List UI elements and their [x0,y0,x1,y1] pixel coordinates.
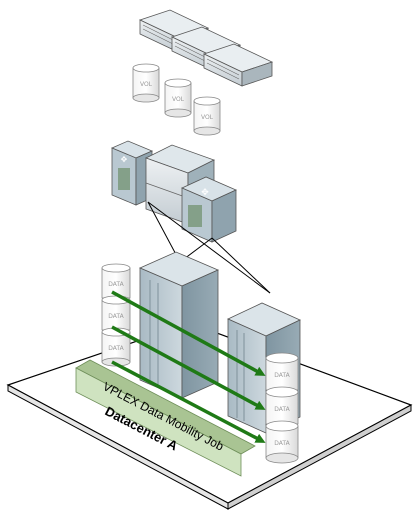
arrows-icon: ✥ [121,155,128,164]
network-switch: ✥ [181,176,237,243]
data-disk: DATA [265,420,299,464]
volume-disk: VOL [132,63,160,103]
switch-cluster: ✥ ✥ [110,140,237,243]
migration-arrow [111,290,266,376]
storage-shelf [202,43,274,87]
source-disk-stack: DATA DATA DATA [101,263,131,367]
volume-disk: VOL [164,78,192,118]
storage-shelf-group [138,9,274,87]
migration-arrow [111,325,266,410]
disk-label: DATA [108,345,124,352]
volume-disk: VOL [193,96,221,136]
disk-label: VOL [201,114,214,121]
disk-label: VOL [172,96,185,103]
data-disk: DATA [101,263,131,299]
target-disk-stack: DATA DATA DATA [265,352,299,464]
arrows-icon: ✥ [201,187,209,197]
migration-arrow [111,360,266,443]
disk-label: DATA [274,406,290,413]
data-disk: DATA [265,352,299,391]
volume-disk-group: VOL VOL VOL [132,63,221,136]
disk-label: DATA [108,281,124,288]
disk-label: VOL [140,81,153,88]
disk-label: DATA [274,440,290,447]
data-disk: DATA [265,386,299,425]
disk-label: DATA [108,313,124,320]
source-storage-rack [139,251,219,399]
disk-label: DATA [274,372,290,379]
migration-arrows [111,290,266,443]
